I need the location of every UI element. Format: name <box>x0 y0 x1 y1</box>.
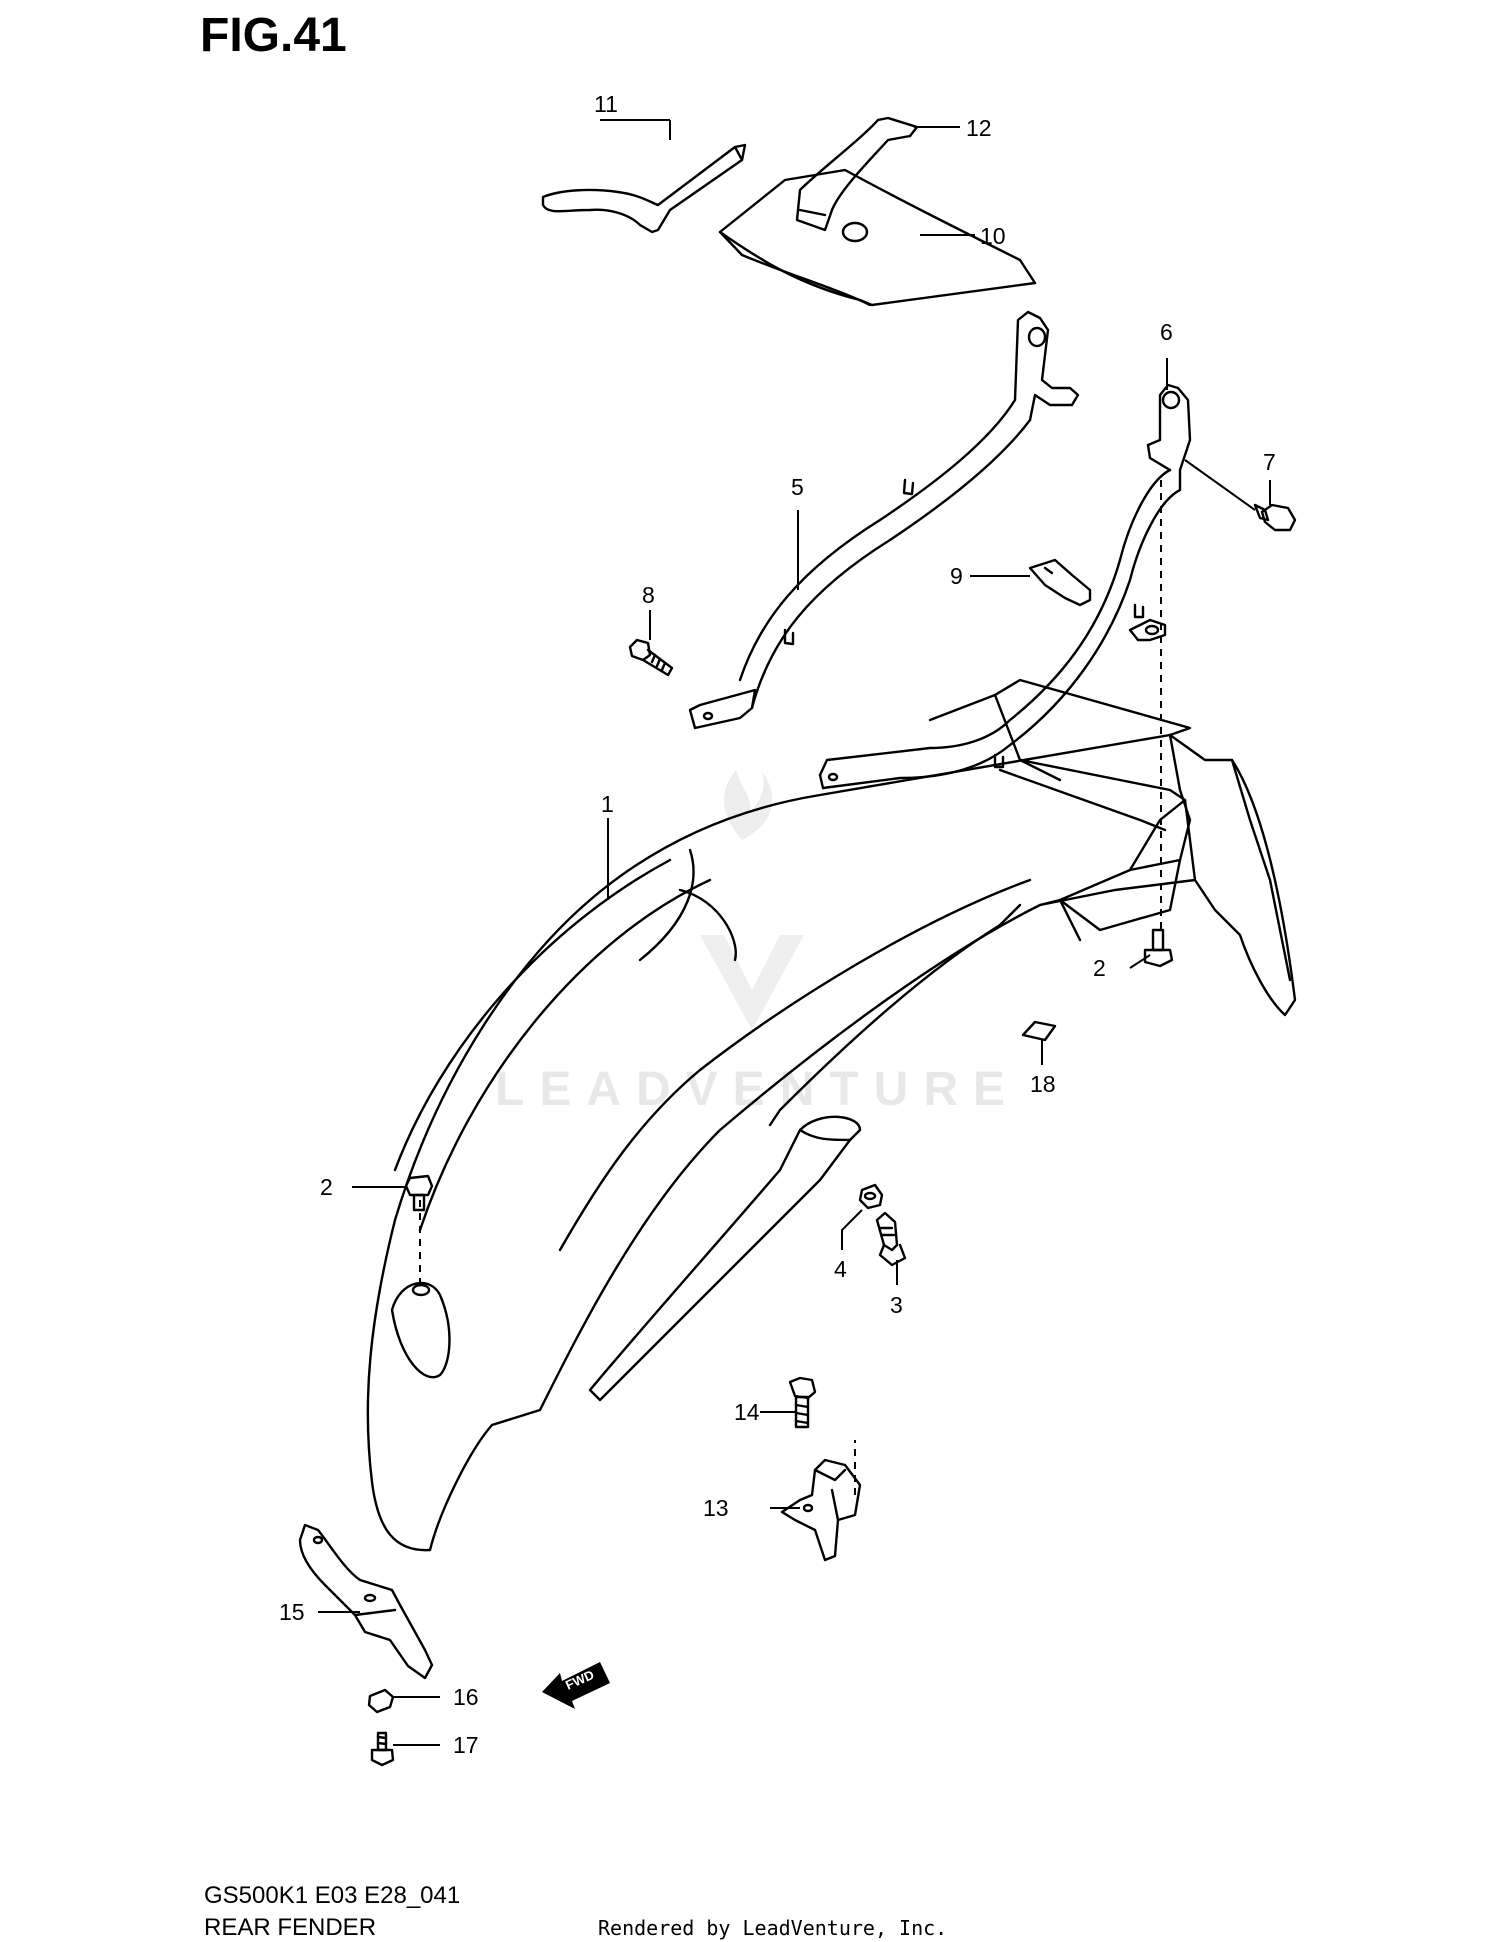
model-code: GS500K1 E03 E28_041 <box>204 1882 461 1909</box>
label-part-18 <box>1021 1020 1057 1042</box>
callout-4: 4 <box>834 1256 847 1282</box>
callout-15: 15 <box>279 1599 305 1625</box>
leadventure-watermark: LEADVENTURE <box>495 770 1020 1116</box>
render-credit: Rendered by LeadVenture, Inc. <box>598 1916 948 1940</box>
bolt-part-3 <box>875 1211 907 1267</box>
figure-name: REAR FENDER <box>204 1914 377 1941</box>
callout-9: 9 <box>950 563 963 589</box>
callout-13: 13 <box>703 1495 729 1521</box>
callout-17: 17 <box>453 1732 479 1758</box>
bolt-part-17 <box>370 1731 395 1767</box>
callout-16: 16 <box>453 1684 479 1710</box>
callout-14: 14 <box>734 1399 760 1425</box>
callout-6: 6 <box>1160 319 1173 345</box>
callout-3: 3 <box>890 1292 903 1318</box>
callout-2-upper: 2 <box>1093 955 1106 981</box>
bracket-part-9 <box>1028 558 1092 607</box>
bolt-part-7 <box>1253 503 1297 532</box>
bolt-part-2-lower <box>404 1174 434 1212</box>
tool-bag-part-10 <box>718 168 1037 307</box>
callout-7: 7 <box>1263 449 1276 475</box>
callout-1: 1 <box>601 791 614 817</box>
callout-10: 10 <box>980 223 1006 249</box>
clamp-part-13 <box>780 1458 862 1562</box>
alignment-lines <box>419 480 1162 1495</box>
grab-bar-part-5 <box>688 310 1080 730</box>
bolt-part-8 <box>628 638 674 677</box>
strap-part-12 <box>795 116 919 232</box>
forward-direction-marker: FWD <box>542 1662 610 1709</box>
callout-18: 18 <box>1030 1071 1056 1097</box>
nut-part-4 <box>858 1183 884 1210</box>
callout-12: 12 <box>966 115 992 141</box>
nut-part-16 <box>367 1688 395 1714</box>
leader-lines <box>318 119 1271 1746</box>
bolt-part-2-upper <box>1143 928 1174 968</box>
bolt-part-14 <box>788 1376 817 1429</box>
tool-part-11 <box>541 143 747 234</box>
figure-title: FIG.41 <box>200 9 347 62</box>
watermark-text: LEADVENTURE <box>495 1063 1020 1116</box>
rear-fender-part-1 <box>366 678 1297 1552</box>
callout-labels: 11 12 10 5 6 7 9 8 1 2 18 2 4 3 14 13 15… <box>279 91 1276 1758</box>
bracket-part-15 <box>298 1523 434 1680</box>
callout-2-lower: 2 <box>320 1174 333 1200</box>
callout-8: 8 <box>642 582 655 608</box>
callout-11: 11 <box>594 91 618 117</box>
callout-5: 5 <box>791 474 804 500</box>
grab-bar-part-6 <box>818 383 1192 790</box>
